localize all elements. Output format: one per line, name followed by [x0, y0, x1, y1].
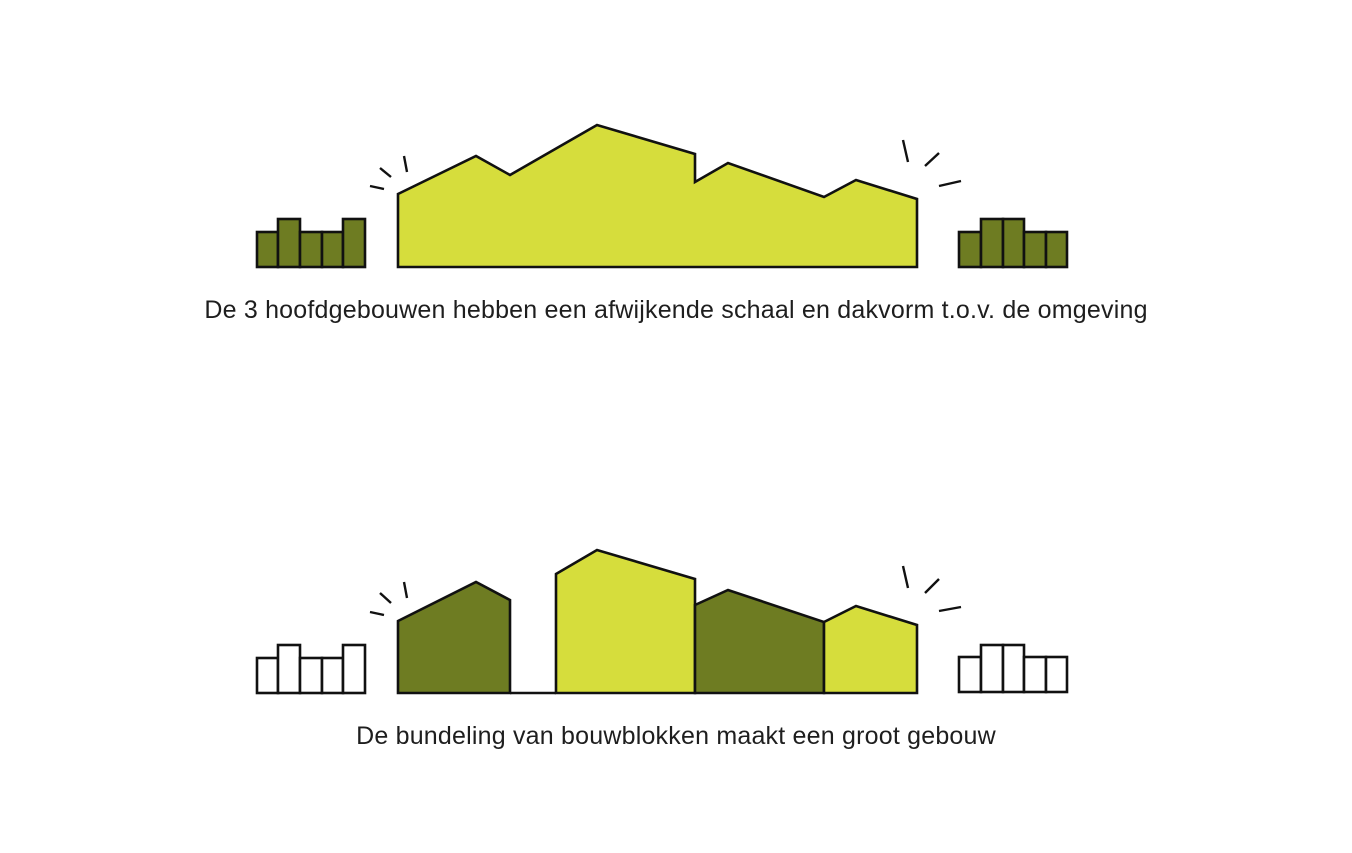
building-block-3 — [693, 588, 826, 695]
bottom-right-surrounding-houses — [957, 643, 1069, 694]
bottom-diagram — [255, 548, 1069, 695]
bottom-right-emphasis-marks-icon — [901, 565, 962, 613]
top-right-surrounding-houses — [957, 217, 1069, 269]
bottom-left-surrounding-houses — [255, 643, 367, 695]
top-main-building — [396, 123, 919, 269]
building-block-2 — [554, 548, 697, 695]
top-left-surrounding-houses — [255, 217, 367, 269]
bottom-left-emphasis-marks-icon — [369, 581, 409, 617]
bottom-diagram-caption: De bundeling van bouwblokken maakt een g… — [356, 722, 996, 750]
building-block-1 — [396, 580, 512, 695]
top-right-emphasis-marks-icon — [901, 139, 962, 188]
top-left-emphasis-marks-icon — [369, 155, 409, 191]
top-diagram-caption: De 3 hoofdgebouwen hebben een afwijkende… — [204, 296, 1148, 324]
top-diagram — [255, 123, 1069, 269]
building-block-4 — [822, 604, 919, 695]
